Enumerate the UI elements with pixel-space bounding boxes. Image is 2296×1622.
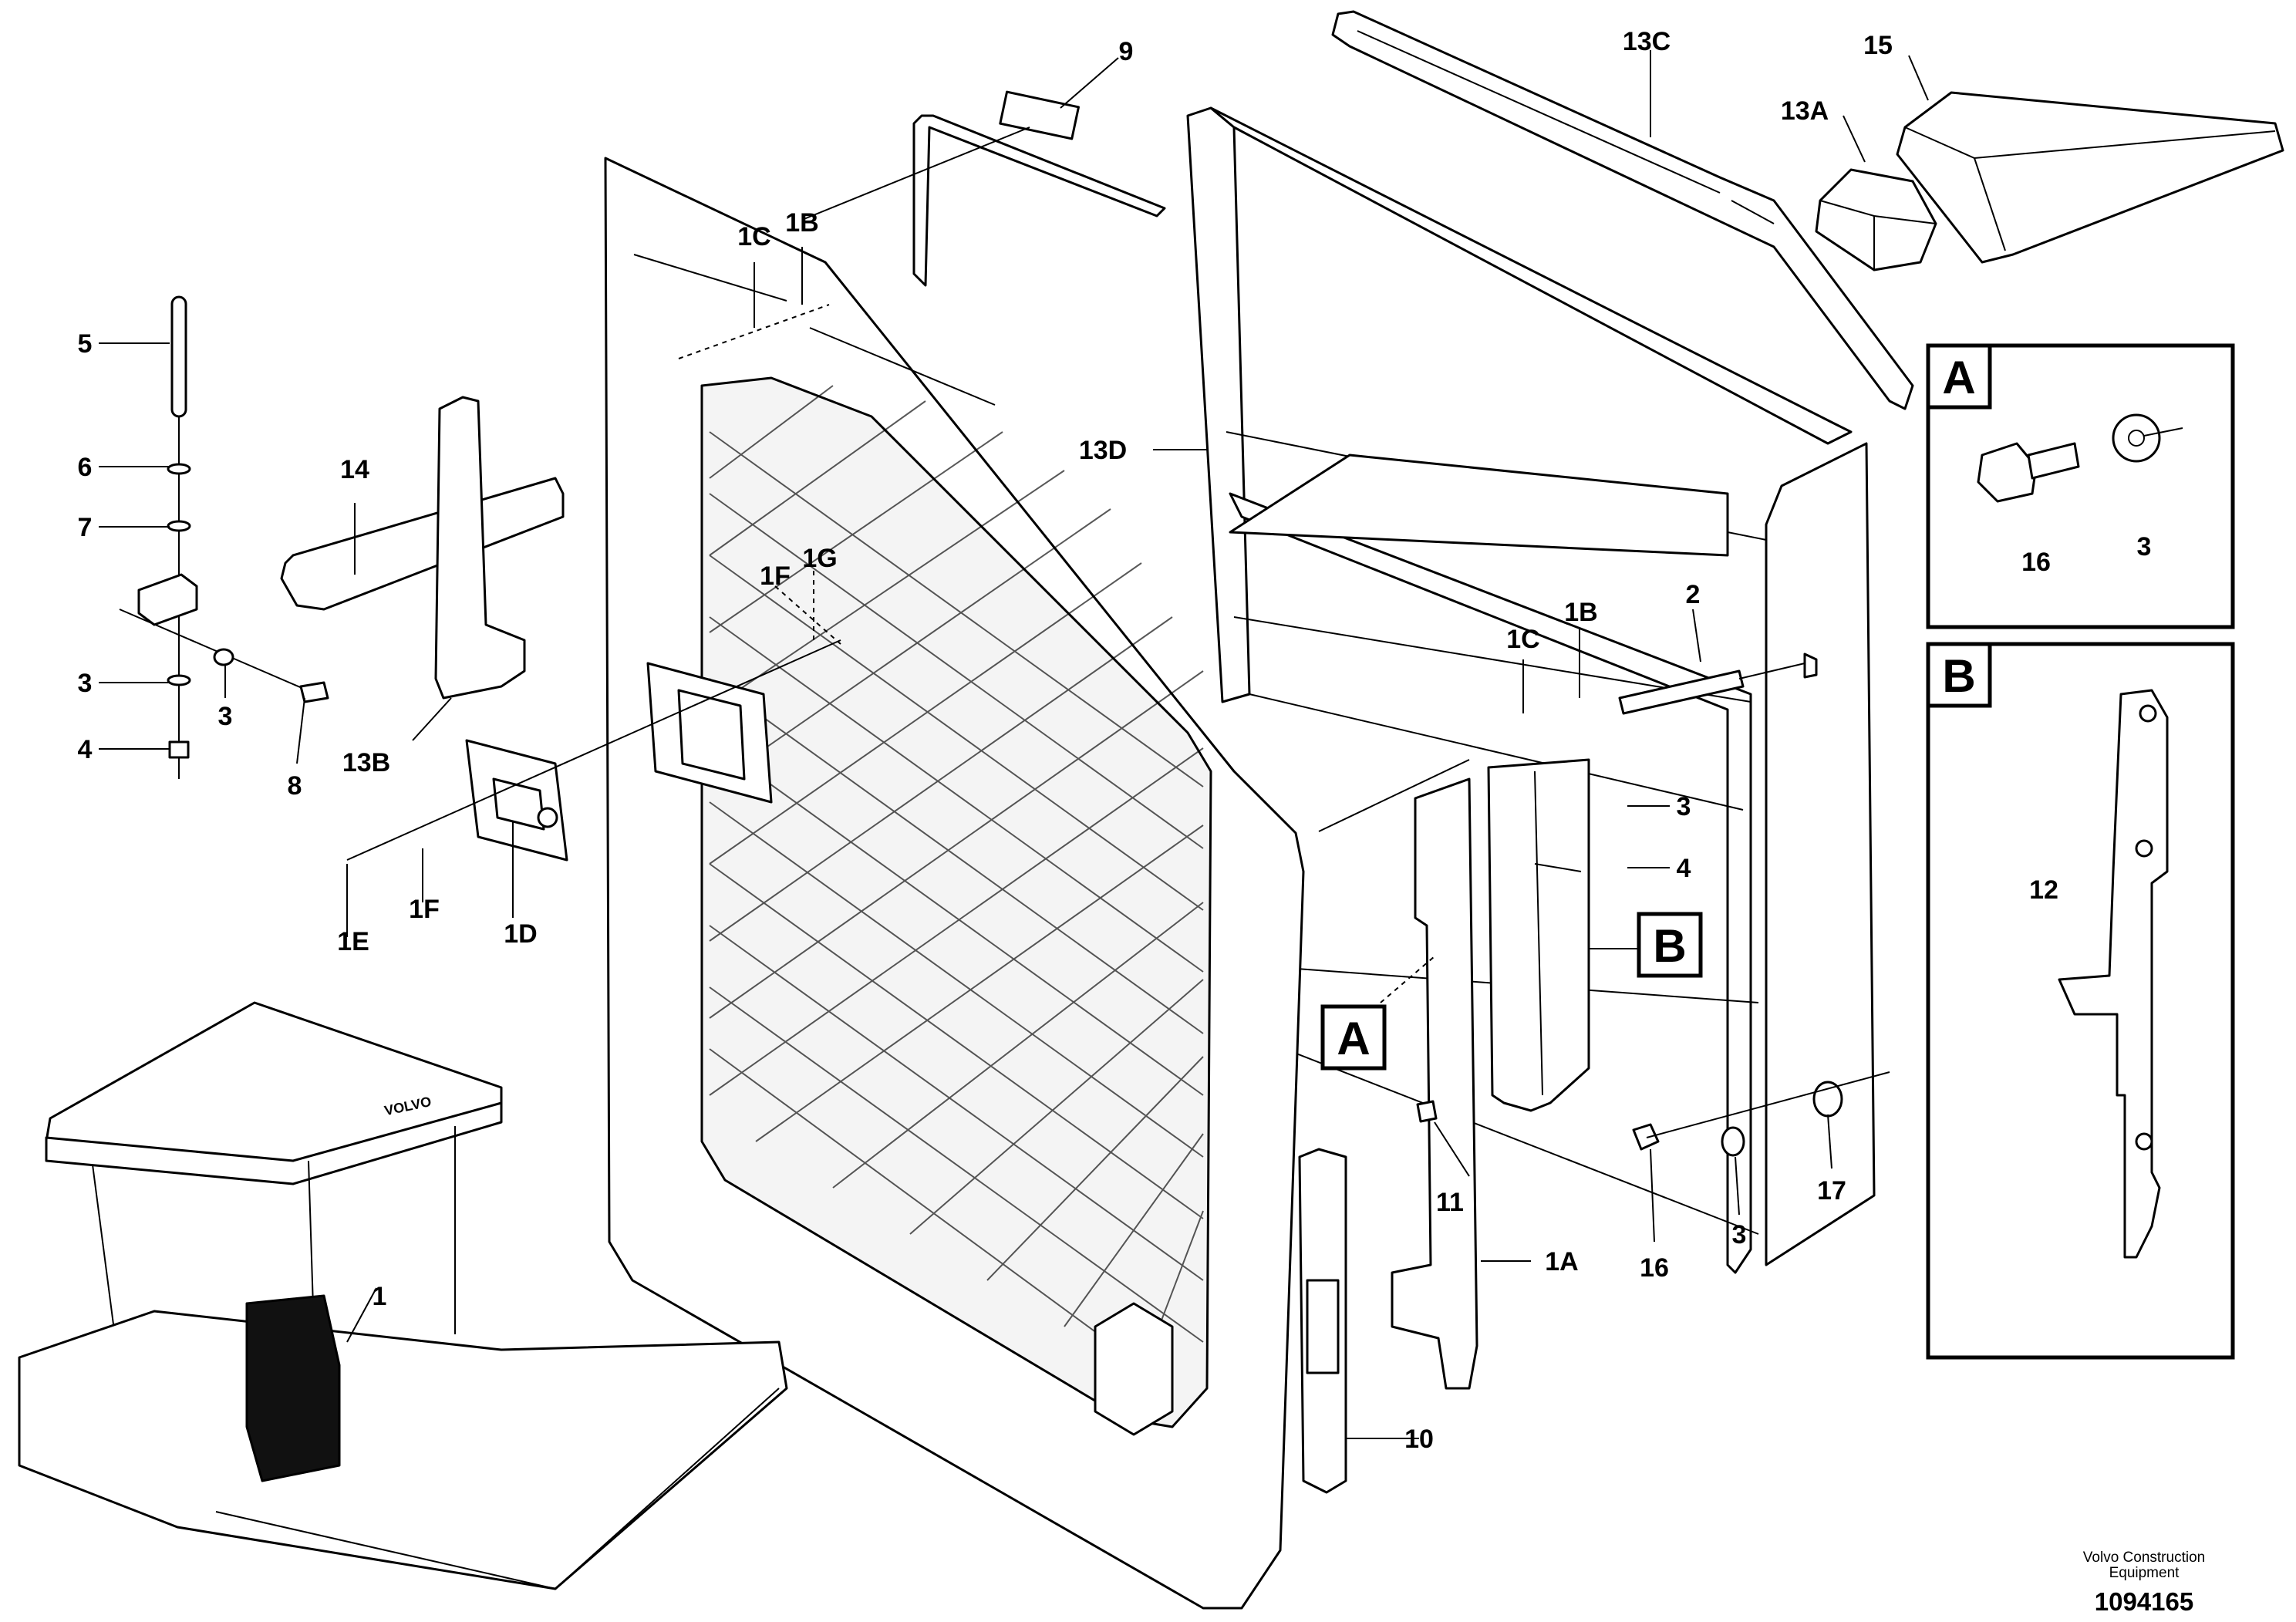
cab-frame-13d bbox=[1186, 106, 1876, 1274]
pad-13a bbox=[1815, 168, 1937, 271]
mechanism-b bbox=[1487, 758, 1590, 1112]
pad-14 bbox=[280, 477, 565, 611]
label-3-box-a: 3 bbox=[2137, 532, 2152, 561]
credit-line-1: Volvo Construction bbox=[2083, 1549, 2205, 1566]
bolt-16 bbox=[1632, 1071, 1890, 1157]
label-1f-center: 1F bbox=[760, 561, 791, 591]
label-17: 17 bbox=[1817, 1176, 1846, 1206]
label-1d: 1D bbox=[504, 919, 537, 949]
callout-b-inline: B bbox=[1637, 912, 1703, 978]
gas-strut-2 bbox=[1618, 653, 1818, 715]
label-11: 11 bbox=[1436, 1188, 1464, 1217]
label-1a: 1A bbox=[1545, 1247, 1578, 1276]
panel-15 bbox=[1896, 91, 2284, 264]
plate-10 bbox=[1298, 1148, 1347, 1494]
label-16-box-a: 16 bbox=[2021, 548, 2051, 577]
svg-text:B: B bbox=[1653, 920, 1686, 972]
label-3-right: 3 bbox=[1677, 792, 1691, 821]
door-panel-1 bbox=[604, 157, 1305, 1610]
label-10: 10 bbox=[1404, 1425, 1434, 1454]
label-1c-right: 1C bbox=[1506, 625, 1539, 654]
label-6: 6 bbox=[78, 453, 93, 482]
label-12: 12 bbox=[2029, 875, 2058, 905]
part-labels: 9 13C 15 13A 1B 1C 13D 5 6 7 3 4 3 8 14 … bbox=[78, 27, 2058, 1454]
label-3-bottom: 3 bbox=[1732, 1220, 1747, 1249]
label-3-left2: 3 bbox=[218, 702, 233, 731]
pad-13b bbox=[434, 396, 526, 700]
label-5: 5 bbox=[78, 329, 93, 359]
label-1: 1 bbox=[373, 1282, 387, 1311]
label-1b-top: 1B bbox=[785, 208, 818, 238]
detail-box-b: B bbox=[1926, 642, 2235, 1360]
label-4-left: 4 bbox=[78, 735, 93, 764]
label-14: 14 bbox=[340, 455, 369, 484]
detail-box-a: A 16 3 bbox=[1926, 343, 2235, 629]
strip-1a bbox=[1391, 777, 1478, 1390]
label-13b: 13B bbox=[342, 748, 390, 777]
svg-text:A: A bbox=[1337, 1013, 1370, 1064]
label-1e: 1E bbox=[337, 927, 369, 956]
label-2: 2 bbox=[1686, 580, 1701, 609]
svg-text:A: A bbox=[1942, 352, 1975, 403]
roof-panel-13c bbox=[1331, 10, 1914, 410]
label-13a: 13A bbox=[1781, 96, 1829, 126]
label-1c-top: 1C bbox=[737, 222, 770, 251]
label-13d: 13D bbox=[1079, 436, 1127, 465]
bolt-11 bbox=[1416, 1100, 1438, 1123]
grille-mesh bbox=[709, 385, 1204, 1389]
label-13c: 13C bbox=[1623, 27, 1671, 56]
rod-9 bbox=[912, 90, 1166, 287]
label-8: 8 bbox=[288, 771, 302, 801]
paver-thumbnail bbox=[18, 1001, 788, 1590]
credit-block: Volvo Construction Equipment 1094165 bbox=[2083, 1549, 2205, 1616]
label-16-bottom: 16 bbox=[1640, 1253, 1669, 1283]
document-number: 1094165 bbox=[2095, 1587, 2193, 1616]
label-3-left1: 3 bbox=[78, 669, 93, 698]
credit-line-2: Equipment bbox=[2109, 1565, 2180, 1581]
handle-1d bbox=[465, 739, 568, 862]
svg-text:B: B bbox=[1942, 650, 1975, 702]
label-9: 9 bbox=[1119, 37, 1134, 66]
label-15: 15 bbox=[1863, 31, 1893, 60]
label-7: 7 bbox=[78, 513, 93, 542]
label-1b-right: 1B bbox=[1564, 598, 1597, 627]
latch-plate bbox=[646, 662, 773, 804]
fastener-stack bbox=[119, 295, 329, 779]
callout-a-inline: A bbox=[1320, 1004, 1387, 1071]
label-1f-left: 1F bbox=[409, 895, 440, 924]
label-4-right: 4 bbox=[1677, 854, 1691, 883]
label-1g: 1G bbox=[802, 544, 837, 573]
